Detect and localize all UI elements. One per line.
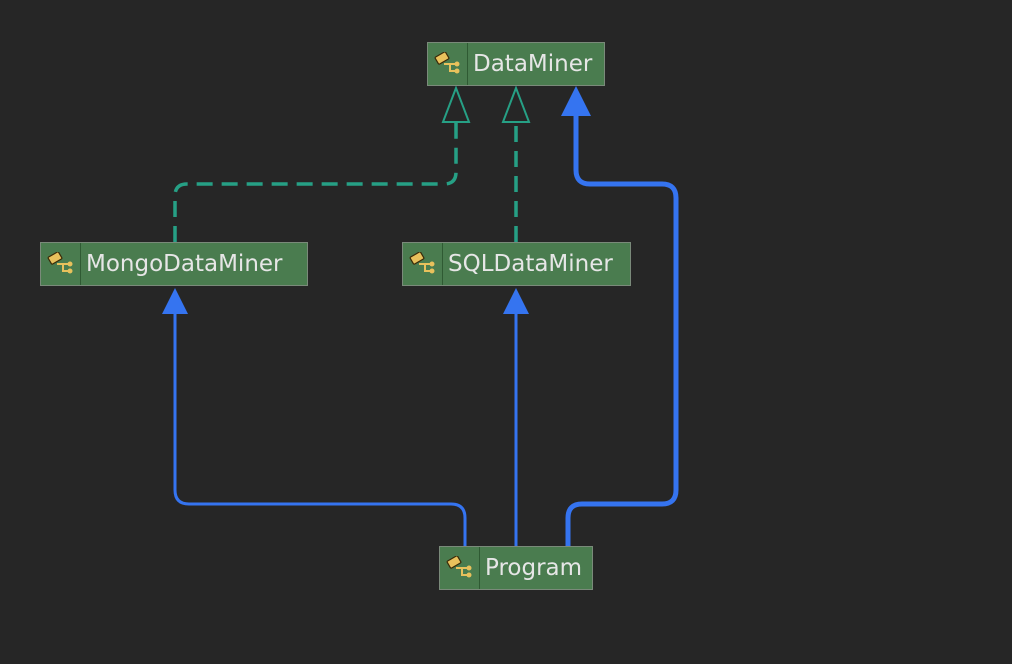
node-label: Program [485, 555, 583, 581]
edge-program-to-mongo[interactable] [173, 312, 467, 546]
class-icon [403, 243, 443, 285]
realization-arrowhead-left [441, 85, 471, 123]
dependency-arrowhead-sql [503, 288, 529, 314]
edge-program-to-dataminer[interactable] [565, 114, 679, 546]
node-label: DataMiner [473, 51, 593, 77]
class-icon [440, 547, 480, 589]
node-label: MongoDataMiner [86, 251, 283, 277]
class-icon [41, 243, 81, 285]
realization-arrowhead-right [501, 85, 531, 123]
node-sqldataminer[interactable]: SQLDataMiner [402, 242, 631, 286]
dependency-arrowhead-dataminer [561, 86, 591, 116]
edge-mongo-to-dataminer[interactable] [173, 122, 458, 242]
node-program[interactable]: Program [439, 546, 593, 590]
node-mongodataminer[interactable]: MongoDataMiner [40, 242, 308, 286]
class-icon [428, 43, 468, 85]
node-dataminer[interactable]: DataMiner [427, 42, 605, 86]
dependency-arrowhead-mongo [162, 288, 188, 314]
node-label: SQLDataMiner [448, 251, 613, 277]
